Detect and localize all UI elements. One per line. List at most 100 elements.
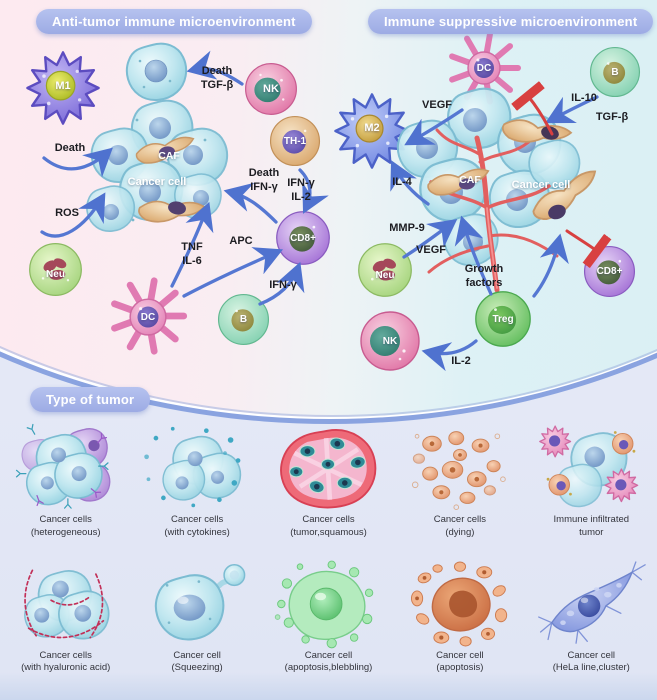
dendritic-left-label: DC (140, 311, 156, 323)
tumor-card-squamous: Cancer cells (tumor,squamous) (263, 424, 394, 540)
label-il10: IL-10 (571, 92, 597, 104)
m1-macrophage-cell: M1 (25, 50, 101, 126)
tumor-card-hela: Cancer cell (HeLa line,cluster) (526, 560, 657, 676)
card-caption-detail: (tumor,squamous) (290, 526, 367, 538)
th1-cell-art (269, 115, 321, 167)
card-caption-detail: (HeLa line,cluster) (552, 662, 630, 674)
apoptosis-cell-art (410, 561, 508, 647)
squamous-cells-art (280, 429, 377, 509)
card-caption: Cancer cell (304, 649, 353, 661)
nk-cell: NK (243, 61, 299, 117)
m1-macrophage-art (26, 51, 100, 125)
anti-tumor-panel-title: Anti-tumor immune microenvironment (36, 9, 312, 34)
card-caption-detail: (with cytokines) (164, 526, 230, 538)
label-cancer-cell-right: Cancer cell (511, 179, 571, 191)
label-caf-left: CAF (158, 150, 180, 162)
cells-layer: M1 NK TH-1 (25, 31, 642, 373)
label-death: Death (54, 142, 86, 154)
tumor-card-apoptosis: Cancer cell (apoptosis) (394, 560, 525, 676)
m2-macrophage-art (334, 93, 410, 169)
blebbing-cell-art (275, 560, 374, 648)
nk-cell-right: NK (358, 309, 422, 373)
neutrophil-left-art (29, 243, 82, 296)
label-il2: IL-2 (451, 355, 471, 367)
label-growth-factors: Growth factors (464, 263, 504, 290)
nk-cell-label: NK (263, 83, 279, 95)
th1-cell: TH-1 (268, 114, 322, 168)
neutrophil-left-label: Neu (46, 269, 65, 280)
tumor-card-blebbing: Cancer cell (apoptosis,blebbling) (263, 560, 394, 676)
tumor-card-dying: Cancer cells (dying) (394, 424, 525, 540)
label-vegf-top: VEGF (422, 99, 452, 111)
card-caption: Cancer cells (302, 514, 355, 525)
b-cell-left-label: B (239, 314, 248, 325)
tumor-card-cytokines: Cancer cells (with cytokines) (131, 424, 262, 540)
cancer-cluster-left-art (86, 99, 229, 233)
dendritic-cell-left: DC (106, 274, 190, 358)
card-caption: Cancer cells (170, 514, 224, 525)
tumor-card-heterogeneous: Cancer cells (heterogeneous) (0, 423, 131, 540)
label-ros: ROS (55, 207, 79, 219)
label-cancer-cell-left: Cancer cell (127, 176, 187, 188)
treg-cell-label: Treg (492, 313, 514, 325)
treg-cell: Treg (473, 289, 533, 349)
b-cell-left: B (216, 292, 271, 347)
card-caption: Cancer cells (39, 514, 92, 525)
b-cell-right-label: B (611, 66, 619, 78)
card-caption-detail: (dying) (445, 526, 475, 538)
card-caption: Cancer cells (39, 649, 92, 661)
dendritic-left-art (111, 277, 188, 355)
th1-cell-label: TH-1 (283, 135, 307, 147)
label-il4: IL-4 (392, 176, 412, 188)
label-vegf-low: VEGF (416, 244, 446, 256)
hela-cell-art (538, 560, 647, 644)
cd8-left-art (276, 211, 330, 265)
b-cell-right-art (589, 46, 641, 98)
type-of-tumor-title: Type of tumor (30, 387, 151, 412)
label-tnf-il6: TNF IL-6 (181, 241, 203, 268)
cd8-cell-right: CD8+ (582, 244, 637, 299)
dying-cells-art (411, 431, 506, 510)
nk-cell-art (245, 63, 297, 115)
neutrophil-cell-left: Neu (27, 241, 84, 298)
cytokines-cells-art (144, 426, 242, 508)
card-caption: Immune infiltrated (553, 514, 630, 525)
cd8-right-label: CD8+ (596, 266, 623, 277)
m2-macrophage-cell: M2 (333, 92, 411, 170)
dendritic-right-label: DC (476, 62, 492, 74)
neutrophil-right-art (358, 243, 412, 297)
tumor-card-hyaluronic: Cancer cells (with hyaluronic acid) (0, 560, 131, 676)
label-tgfb: TGF-β (595, 111, 629, 123)
tumor-type-grid: Cancer cells (heterogeneous) Cancer cell… (0, 423, 657, 676)
b-cell-left-art (217, 293, 270, 346)
label-apc: APC (229, 235, 253, 247)
card-caption: Cancer cell (436, 649, 484, 661)
label-ifng-il2: IFN-γ IL-2 (287, 177, 315, 204)
cd8-cell-left: CD8+ (274, 209, 332, 267)
label-mmp9: MMP-9 (389, 222, 425, 234)
card-caption-detail: (with hyaluronic acid) (21, 662, 111, 674)
cancer-cluster-left (85, 99, 255, 250)
card-caption-detail: tumor (579, 526, 604, 538)
treg-cell-art (475, 291, 531, 347)
label-ifng: IFN-γ (269, 279, 297, 291)
cd8-left-label: CD8+ (290, 232, 316, 244)
label-death-ifng: Death IFN-γ (248, 167, 280, 194)
label-death-tgfb: Death TGF-β (200, 65, 234, 92)
tumor-card-squeezing: Cancer cell (Squeezing) (131, 560, 262, 676)
squeezing-cell-art (154, 563, 246, 641)
card-caption: Cancer cells (433, 514, 487, 525)
card-caption-detail: (apoptosis,blebbling) (284, 662, 373, 674)
b-cell-right: B (588, 45, 642, 99)
card-caption-detail: (heterogeneous) (30, 526, 101, 538)
card-caption-detail: (apoptosis) (436, 662, 484, 674)
neutrophil-cell-right: Neu (356, 241, 414, 299)
hyaluronic-cells-art (23, 569, 110, 640)
card-caption: Cancer cell (567, 649, 616, 661)
nk-right-art (360, 311, 420, 371)
tumor-card-immune-infiltrated: Immune infiltrated tumor (526, 424, 657, 540)
suppressive-panel-title: Immune suppressive microenvironment (368, 9, 654, 34)
single-cancer-cell-art (125, 42, 188, 102)
neutrophil-right-label: Neu (375, 269, 395, 281)
